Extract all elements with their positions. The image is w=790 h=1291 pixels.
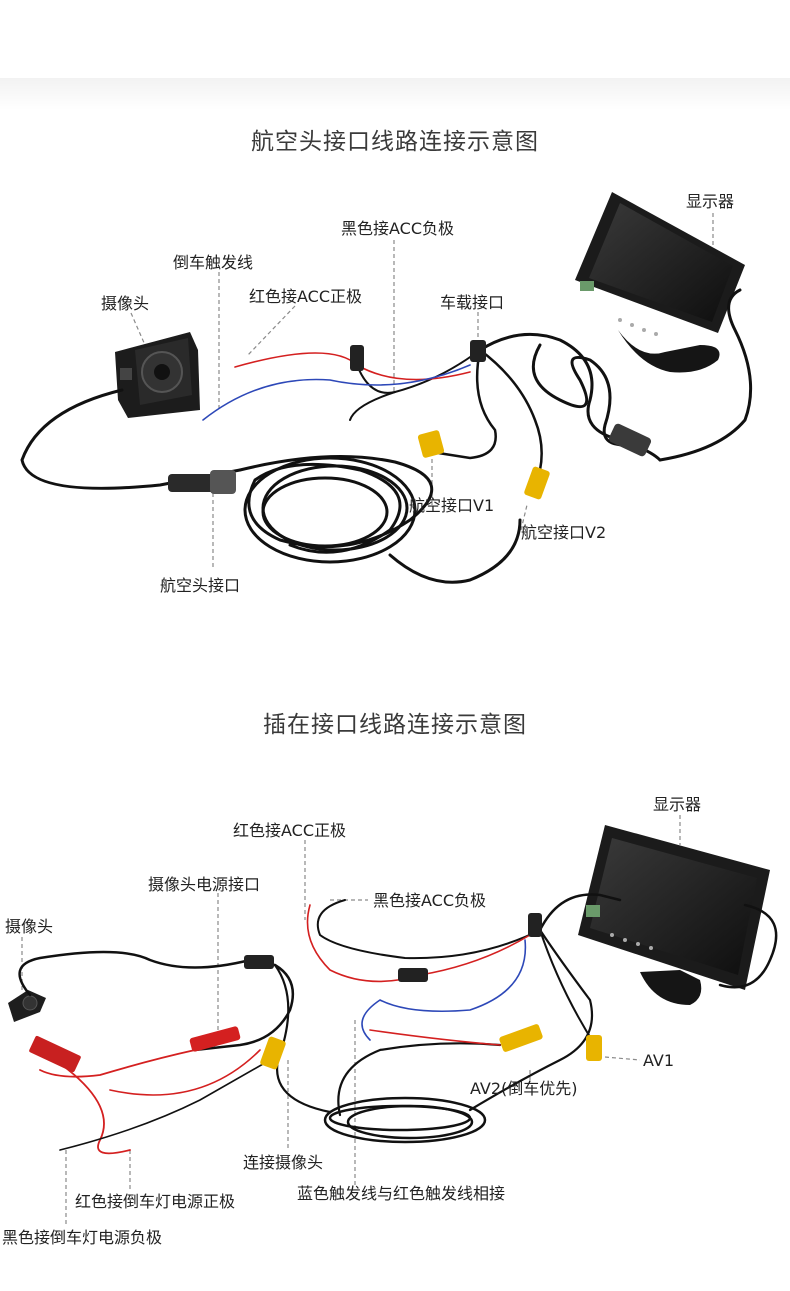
s1-label-reverse-trigger: 倒车触发线 <box>173 253 254 272</box>
section2-connectors <box>29 913 602 1073</box>
s1-label-aviation-v2: 航空接口V2 <box>521 523 607 542</box>
s2-label-black-acc-negative: 黑色接ACC负极 <box>373 891 487 910</box>
s1-label-black-acc-negative: 黑色接ACC负极 <box>341 219 455 238</box>
s2-label-red-acc-positive: 红色接ACC正极 <box>233 821 347 840</box>
s1-label-red-acc-positive: 红色接ACC正极 <box>249 287 363 306</box>
section2-monitor-graphic <box>578 825 770 1005</box>
section2-leader-lines <box>21 815 681 1225</box>
section1-monitor-graphic <box>575 192 745 373</box>
s1-label-camera: 摄像头 <box>101 294 150 313</box>
section1-camera-graphic <box>115 332 200 418</box>
s1-label-vehicle-port: 车载接口 <box>440 293 505 312</box>
s2-label-monitor: 显示器 <box>653 795 702 814</box>
s2-label-black-reverse-negative: 黑色接倒车灯电源负极 <box>2 1228 163 1247</box>
s1-label-aviation-connector: 航空头接口 <box>160 576 241 595</box>
s2-label-camera-power: 摄像头电源接口 <box>148 875 261 894</box>
s1-label-monitor: 显示器 <box>686 192 735 211</box>
s2-label-connect-camera: 连接摄像头 <box>243 1153 324 1172</box>
s2-label-blue-red-trigger: 蓝色触发线与红色触发线相接 <box>297 1184 506 1203</box>
top-shadow-band <box>0 78 790 110</box>
s2-label-red-reverse-positive: 红色接倒车灯电源正极 <box>75 1192 236 1211</box>
s2-label-av1: AV1 <box>643 1051 675 1070</box>
section1-title: 航空头接口线路连接示意图 <box>251 129 539 155</box>
s1-label-aviation-v1: 航空接口V1 <box>409 496 495 515</box>
section2-title: 插在接口线路连接示意图 <box>263 712 527 738</box>
section1-connectors <box>168 340 652 500</box>
s2-label-camera: 摄像头 <box>5 917 54 936</box>
s2-label-av2: AV2(倒车优先) <box>470 1079 578 1098</box>
section1-cables <box>20 288 753 584</box>
section2-camera-graphic <box>8 990 46 1022</box>
